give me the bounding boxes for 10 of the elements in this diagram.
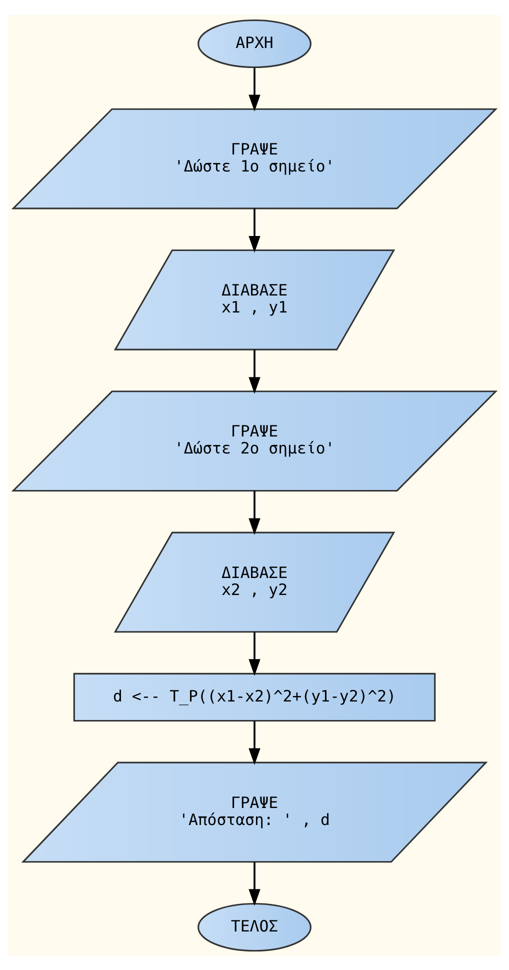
arrow	[248, 67, 260, 112]
node-box: d <-- T_P((x1-x2)^2+(y1-y2)^2)	[73, 672, 436, 722]
node-ellipse: ΑΡΧΗ	[198, 18, 312, 68]
arrow	[248, 720, 260, 764]
arrow	[248, 349, 260, 394]
arrow	[248, 632, 260, 676]
node-ellipse: ΤΕΛΟΣ	[198, 902, 312, 952]
arrow	[248, 862, 260, 906]
arrow	[248, 208, 260, 252]
arrow	[248, 490, 260, 535]
